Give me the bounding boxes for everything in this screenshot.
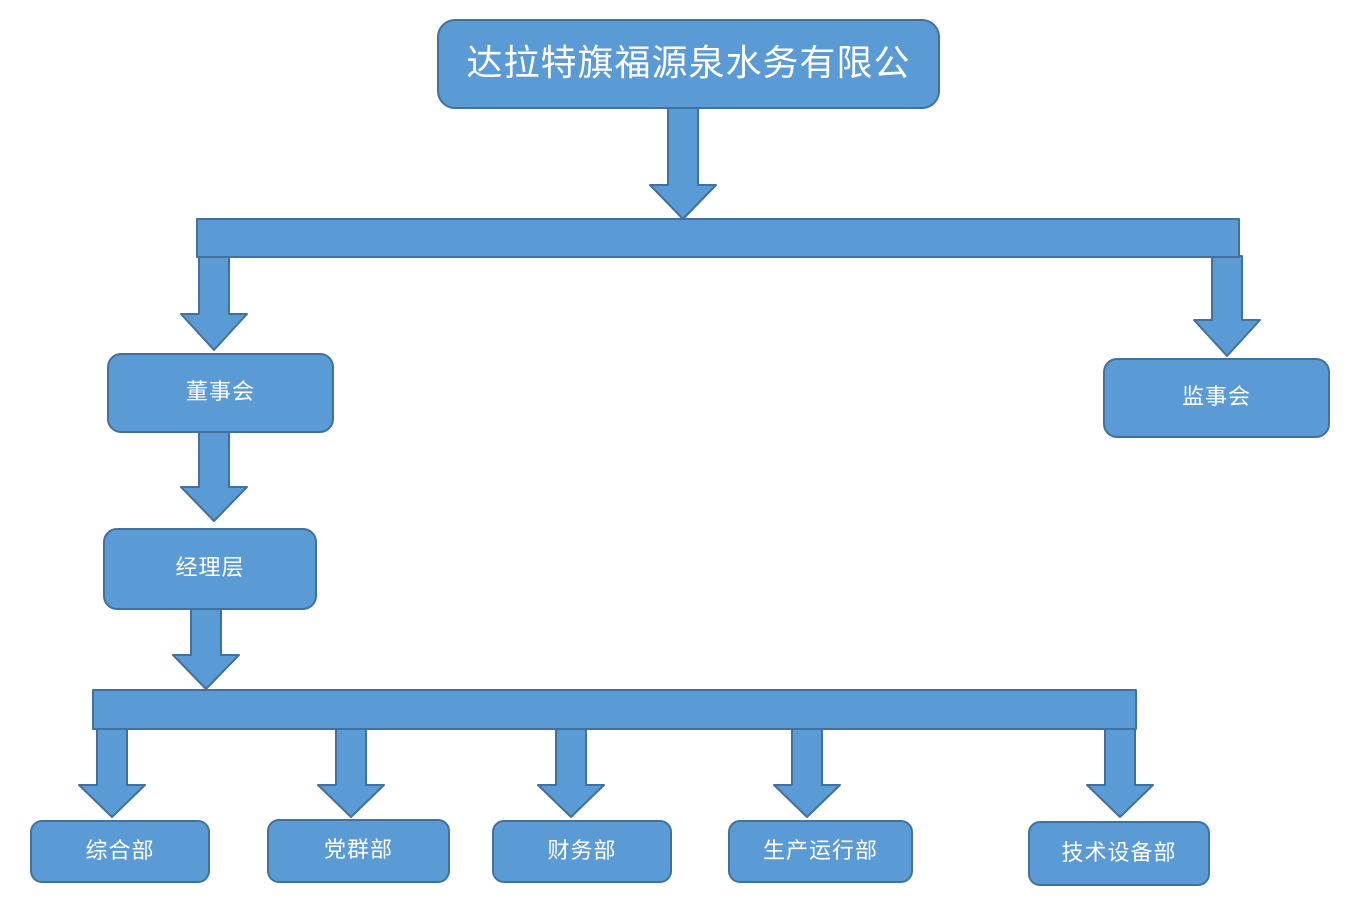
arrow-board-to-management [180,430,248,522]
org-node-dept-technical-equipment: 技术设备部 [1028,821,1210,886]
org-node-dept-general: 综合部 [30,820,210,883]
arrow-bar2-to-dept-general [78,726,146,818]
arrow-bar1-to-supervisory [1193,255,1261,357]
org-node-company: 达拉特旗福源泉水务有限公 [437,19,940,109]
org-node-board-of-directors: 董事会 [107,353,334,433]
arrow-management-to-bar2 [172,607,240,690]
org-node-dept-party-masses: 党群部 [267,819,450,883]
org-node-dept-finance: 财务部 [492,820,672,883]
arrow-bar2-to-dept-party [317,726,385,818]
arrow-bar2-to-dept-finance [537,726,605,818]
org-node-supervisory-board: 监事会 [1103,358,1330,438]
arrow-bar2-to-dept-technical [1086,726,1154,818]
distribution-bar-top [196,218,1240,258]
org-node-dept-production-operation: 生产运行部 [728,820,913,883]
distribution-bar-bottom [92,689,1137,730]
org-node-management-level: 经理层 [103,528,317,610]
arrow-bar2-to-dept-production [773,726,841,818]
arrow-bar1-to-board [180,255,248,351]
arrow-root-to-bar1 [649,107,717,220]
